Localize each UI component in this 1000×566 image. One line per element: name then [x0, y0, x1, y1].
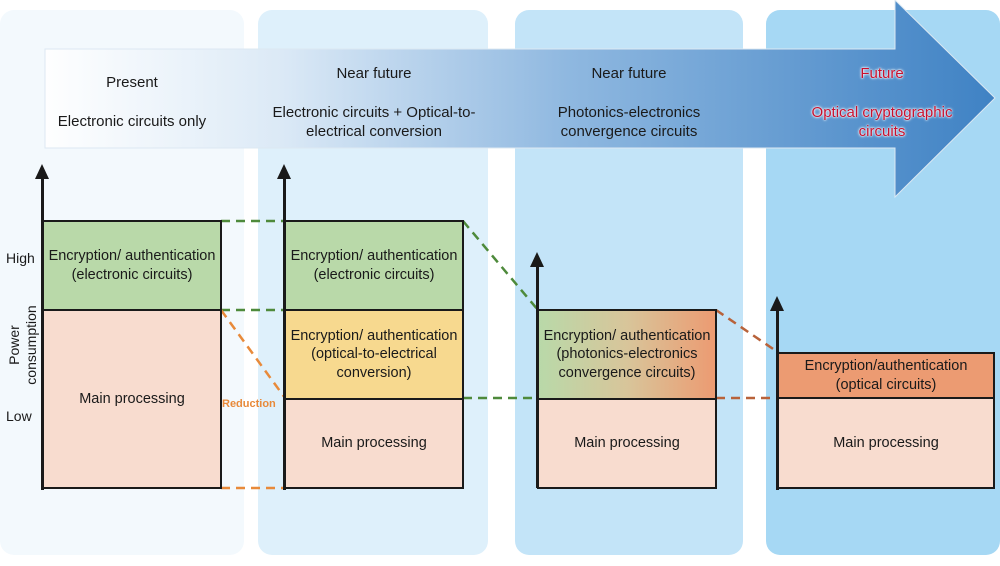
stage-heading-future: Future Optical cryptographic circuits — [800, 64, 964, 141]
stage-heading-near-future-2: Near future Photonics-electronics conver… — [545, 64, 713, 141]
stage-heading-present: Present Electronic circuits only — [47, 73, 217, 131]
y-axis-arrowhead — [770, 296, 784, 311]
s2-main-processing-box: Main processing — [284, 398, 464, 489]
stage-period: Present — [106, 74, 158, 91]
y-axis-arrowhead — [35, 164, 49, 179]
high-label: High — [6, 250, 35, 266]
low-label: Low — [6, 408, 32, 424]
s1-encryption-box: Encryption/ authentication (electronic c… — [42, 220, 222, 311]
stage-description: Photonics-electronics convergence circui… — [557, 104, 701, 140]
stage-period: Near future — [591, 65, 667, 82]
stage-description: Electronic circuits + Optical-to-electri… — [272, 104, 476, 140]
s4-main-processing-box: Main processing — [777, 397, 995, 489]
reduction-label: Reduction — [222, 398, 276, 410]
stage-description: Optical cryptographic circuits — [811, 104, 953, 140]
stage-period: Future — [860, 65, 904, 82]
s4-encryption-box: Encryption/authentication (optical circu… — [777, 352, 995, 399]
s3-main-processing-box: Main processing — [537, 398, 717, 489]
y-axis-arrowhead — [277, 164, 291, 179]
y-axis-arrowhead — [530, 252, 544, 267]
s1-main-processing-box: Main processing — [42, 309, 222, 489]
power-consumption-axis-label: Power consumption — [6, 305, 39, 385]
stage-description: Electronic circuits only — [57, 113, 207, 130]
stage-period: Near future — [336, 65, 412, 82]
s3-encryption-box: Encryption/ authentication (photonics-el… — [537, 309, 717, 400]
s2-encryption-box: Encryption/ authentication (electronic c… — [284, 220, 464, 311]
stage-heading-near-future-1: Near future Electronic circuits + Optica… — [262, 64, 486, 141]
s2-conversion-box: Encryption/ authentication (optical-to-e… — [284, 309, 464, 400]
